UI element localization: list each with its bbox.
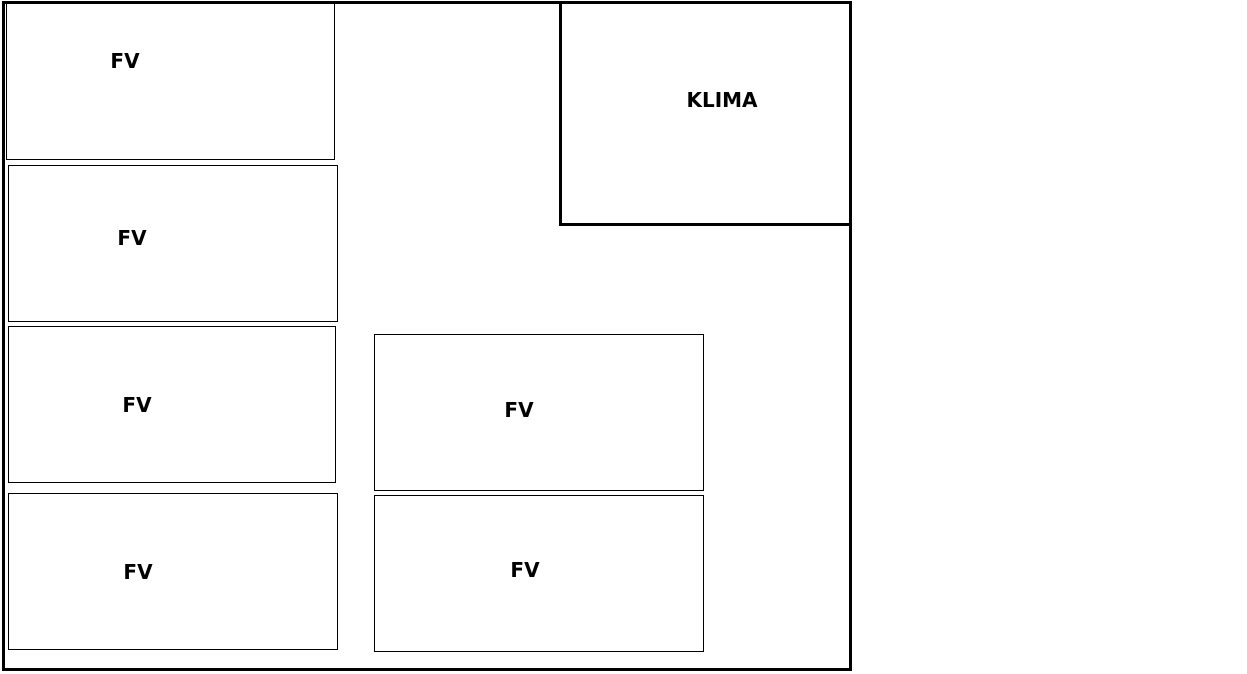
floor-plan-outline [2,1,852,671]
fv-label-4: FV [123,560,153,584]
fv-panel-3 [8,326,336,483]
fv-label-5: FV [504,398,534,422]
klima-box [559,1,852,226]
fv-label-3: FV [122,393,152,417]
fv-panel-2 [8,165,338,322]
fv-label-6: FV [510,558,540,582]
klima-label: KLIMA [686,88,758,112]
fv-label-1: FV [110,49,140,73]
fv-panel-4 [8,493,338,650]
fv-panel-5 [374,334,704,491]
fv-panel-1 [6,3,335,160]
fv-label-2: FV [117,226,147,250]
fv-panel-6 [374,495,704,652]
